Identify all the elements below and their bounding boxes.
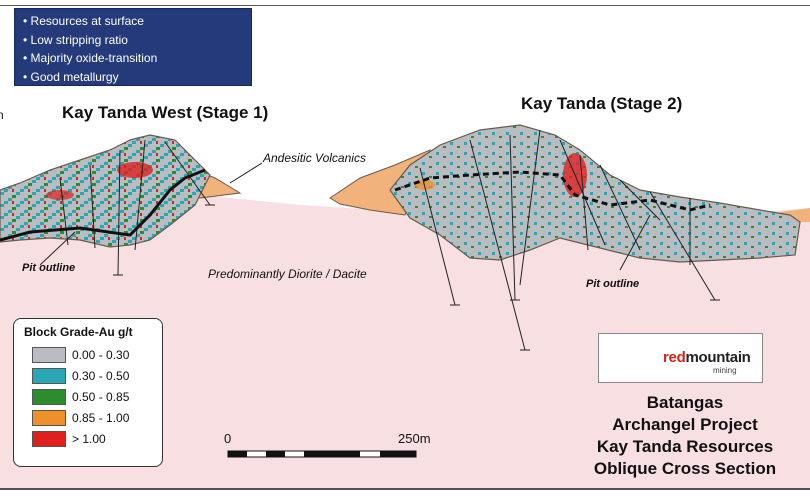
logo-word-red: red (663, 349, 686, 366)
bullet-item: • Good metallurgy (23, 69, 119, 84)
east-title: Kay Tanda (Stage 2) (521, 94, 683, 113)
west-high-grade-zone-2 (46, 190, 74, 200)
east-orange-zone (415, 180, 435, 190)
legend-title: Block Grade-Au g/t (24, 325, 133, 339)
legend-label: 0.85 - 1.00 (72, 410, 130, 425)
pit-outline-left-leader (39, 231, 76, 266)
legend-item: 0.00 - 0.30 (24, 344, 152, 365)
legend-swatch (32, 367, 66, 384)
legend-label: 0.00 - 0.30 (72, 347, 130, 362)
drill-holes (59, 129, 720, 351)
logo-word-mountain: mountain (685, 349, 751, 366)
company-logo: redmountain mining (598, 333, 763, 383)
legend-item: 0.50 - 0.85 (24, 386, 152, 407)
legend-swatch (32, 409, 66, 426)
legend-swatch (32, 430, 66, 447)
logo-wordmark: redmountain (663, 349, 751, 366)
legend-swatch (32, 346, 66, 363)
diorite-zone (0, 195, 810, 490)
scale-end-label: 250m (398, 431, 431, 446)
feature-bullet-box: • Resources at surface • Low stripping r… (14, 8, 252, 86)
title-line: Archangel Project (612, 415, 758, 434)
grade-legend: Block Grade-Au g/t 0.00 - 0.30 0.30 - 0.… (13, 318, 163, 467)
bullet-item: • Majority oxide-transition (23, 51, 158, 65)
west-title: Kay Tanda West (Stage 1) (62, 103, 269, 122)
title-line: Kay Tanda Resources (596, 437, 774, 456)
pit-outline-right-label: Pit outline (586, 278, 640, 290)
logo-subtext: mining (713, 366, 737, 375)
legend-item: > 1.00 (24, 428, 152, 449)
scale-start-label: 0 (224, 431, 232, 446)
title-line: Oblique Cross Section (593, 459, 777, 478)
legend-label: 0.50 - 0.85 (72, 389, 130, 404)
legend-item: 0.30 - 0.50 (24, 365, 152, 386)
diorite-label: Predominantly Diorite / Dacite (208, 267, 367, 281)
legend-item: 0.85 - 1.00 (24, 407, 152, 428)
title-line: Batangas (646, 393, 724, 412)
pit-outline-right-leader (619, 214, 651, 271)
bullet-item: • Low stripping ratio (23, 32, 128, 47)
west-high-grade-zone (117, 162, 153, 178)
andesitic-leader (229, 162, 263, 184)
scale-bar (227, 450, 417, 458)
bullet-item: • Resources at surface (23, 14, 144, 28)
section-title-block: Batangas Archangel Project Kay Tanda Res… (560, 392, 810, 480)
legend-label: > 1.00 (72, 431, 106, 446)
andesitic-volcanics-label: Andesitic Volcanics (263, 151, 366, 165)
pit-outline-left-label: Pit outline (22, 262, 76, 274)
edge-label-fragment: n (0, 108, 4, 122)
west-block-model (0, 134, 211, 248)
west-pit-outline (0, 168, 206, 242)
legend-label: 0.30 - 0.50 (72, 368, 130, 383)
legend-swatch (32, 388, 66, 405)
